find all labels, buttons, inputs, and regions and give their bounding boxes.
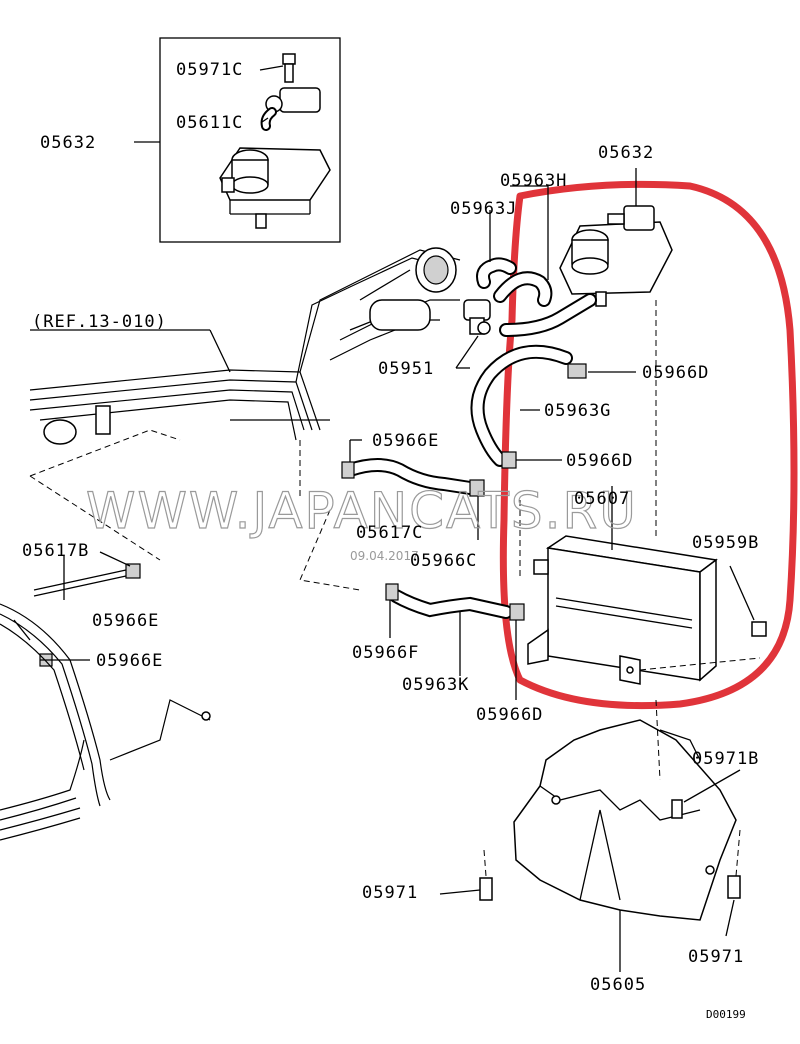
timestamp: 09.04.2017	[350, 549, 419, 563]
label-05963j: 05963J	[450, 199, 517, 219]
bolt-05959b	[729, 565, 767, 637]
fuel-pipes	[29, 247, 461, 445]
label-inset-05632: 05632	[40, 133, 96, 153]
inset-bolt-05971c	[259, 53, 296, 83]
label-05966f: 05966F	[352, 643, 419, 663]
valve-05951	[455, 299, 491, 369]
label-05971b: 05971B	[692, 749, 759, 769]
shield-05605	[513, 719, 737, 972]
canister-head-05632	[559, 168, 673, 307]
hose-05617c	[343, 458, 477, 495]
clamps	[39, 363, 587, 667]
label-05966c: 05966C	[410, 551, 477, 571]
canister-05607	[527, 535, 761, 685]
label-05632: 05632	[598, 143, 654, 163]
label-05966e-a: 05966E	[372, 431, 439, 451]
label-05617b: 05617B	[22, 541, 89, 561]
hose-05963h	[493, 185, 553, 307]
label-05966e-c: 05966E	[96, 651, 163, 671]
part-labels: 05971C 05611C 05632 05632 05963H 05963J …	[22, 60, 759, 1021]
label-05963k: 05963K	[402, 675, 469, 695]
label-05971-a: 05971	[362, 883, 418, 903]
label-05617c: 05617C	[356, 523, 423, 543]
label-05971-b: 05971	[688, 947, 744, 967]
diagram-code: D00199	[706, 1008, 746, 1021]
bolts-05971	[439, 769, 741, 937]
inset-box	[134, 37, 341, 243]
label-05966e-b: 05966E	[92, 611, 159, 631]
inset-valve-05611c	[260, 87, 321, 131]
leader-lines	[40, 367, 636, 700]
label-05966d-b: 05966D	[566, 451, 633, 471]
label-05607: 05607	[574, 489, 630, 509]
highlight-outline	[499, 180, 798, 710]
label-05959b: 05959B	[692, 533, 759, 553]
label-inset-05611c: 05611C	[176, 113, 243, 133]
dashed-guides	[29, 300, 741, 877]
hose-05963k	[389, 589, 513, 619]
label-05966d-a: 05966D	[642, 363, 709, 383]
label-05605: 05605	[590, 975, 646, 995]
label-05963h: 05963H	[500, 171, 567, 191]
label-ref: (REF.13-010)	[32, 312, 167, 332]
label-inset-05971c: 05971C	[176, 60, 243, 80]
inset-canister-head	[219, 147, 331, 229]
hose-05963j	[476, 210, 517, 289]
hose-top-to-head	[499, 293, 597, 337]
label-05966d-c: 05966D	[476, 705, 543, 725]
hose-05963g	[470, 344, 573, 467]
brake-pipes	[0, 569, 211, 841]
watermark: WWW.JAPANCATS.RU	[86, 482, 638, 540]
label-05951: 05951	[378, 359, 434, 379]
label-05963g: 05963G	[544, 401, 611, 421]
